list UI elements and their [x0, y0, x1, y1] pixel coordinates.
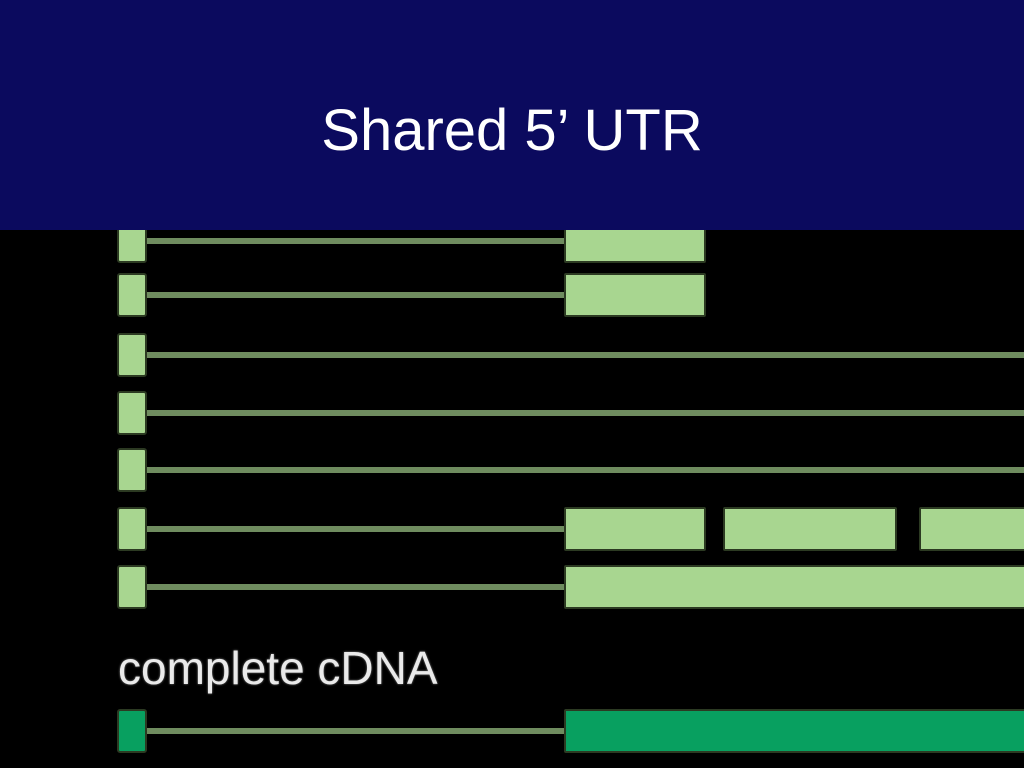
complete-cdna-label: complete cDNA [118, 642, 438, 694]
exon-mid-short [564, 507, 706, 551]
intron-line [140, 526, 565, 532]
intron-line [140, 238, 565, 244]
intron-line [140, 467, 1024, 473]
transcript-4 [117, 391, 1024, 435]
exon-long [564, 709, 1024, 753]
title-bar: Shared 5’ UTR [0, 0, 1024, 230]
transcript-2 [117, 273, 706, 317]
transcript-5 [117, 448, 1024, 492]
exon-first [117, 507, 147, 551]
intron-line [140, 410, 1024, 416]
complete-cdna [117, 709, 1024, 753]
exon-first [117, 709, 147, 753]
intron-line [140, 292, 565, 298]
exon-third [919, 507, 1024, 551]
exon-second [723, 507, 897, 551]
exon-first [117, 333, 147, 377]
transcript-3 [117, 333, 1024, 377]
exon-first [117, 448, 147, 492]
exon-first [117, 391, 147, 435]
exon-first [117, 565, 147, 609]
slide-title: Shared 5’ UTR [321, 98, 703, 163]
transcript-6 [117, 507, 1024, 551]
transcript-1 [117, 219, 706, 263]
exon-first [117, 273, 147, 317]
intron-line [140, 728, 565, 734]
intron-line [140, 352, 1024, 358]
exon-long [564, 565, 1024, 609]
exon-mid-short [564, 273, 706, 317]
intron-line [140, 584, 565, 590]
transcript-7 [117, 565, 1024, 609]
